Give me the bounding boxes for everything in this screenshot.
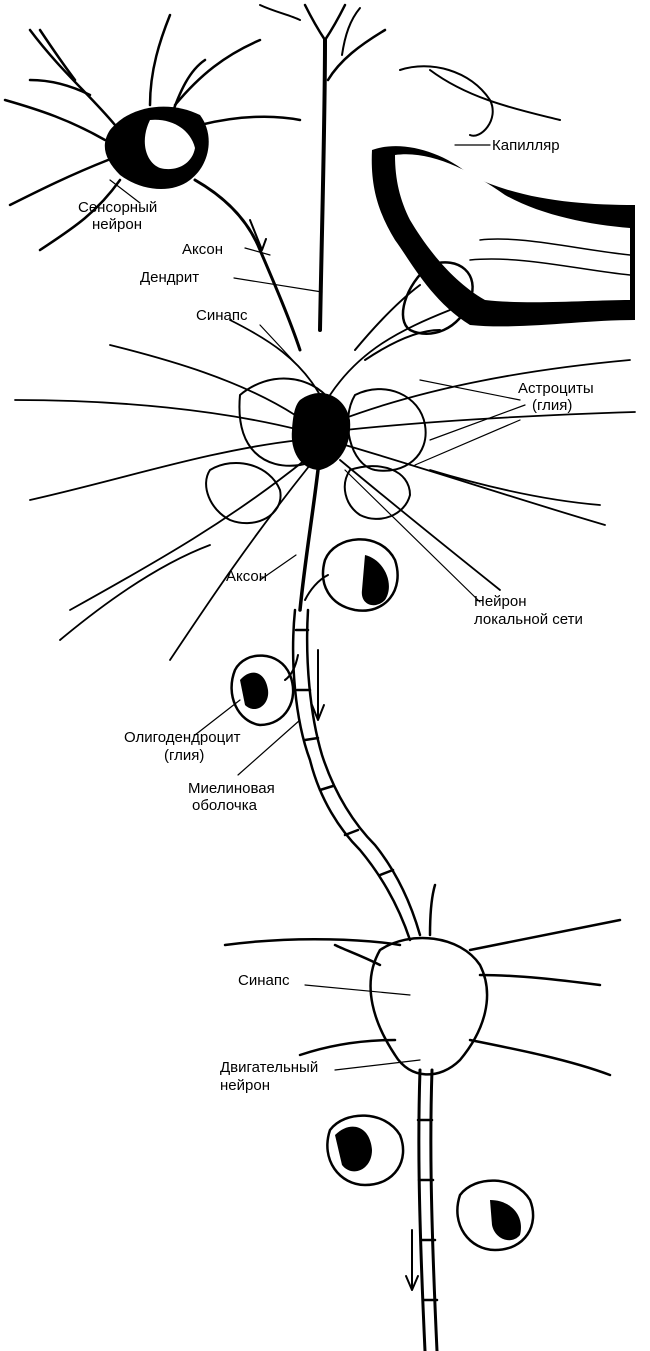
label-myelin-1: Миелиновая bbox=[188, 780, 275, 797]
astrocyte-endfeet bbox=[354, 261, 474, 361]
motor-oligodendrocytes bbox=[326, 1114, 535, 1252]
label-axon-middle: Аксон bbox=[226, 568, 267, 585]
label-synapse-bottom: Синапс bbox=[238, 972, 290, 989]
label-sensory-neuron-2: нейрон bbox=[92, 216, 142, 233]
central-neuron-cluster bbox=[14, 309, 636, 661]
capillary bbox=[371, 65, 635, 327]
label-astrocytes-2: (глия) bbox=[532, 397, 572, 414]
label-dendrite: Дендрит bbox=[140, 269, 199, 286]
motor-neuron bbox=[223, 883, 622, 1351]
label-axon-top: Аксон bbox=[182, 241, 223, 258]
label-capillary: Капилляр bbox=[492, 137, 560, 154]
oligodendrocyte-lower bbox=[230, 654, 299, 727]
label-myelin-2: оболочка bbox=[192, 797, 258, 814]
label-oligodendrocyte-2: (глия) bbox=[164, 747, 204, 764]
label-local-neuron-1: Нейрон bbox=[474, 593, 527, 610]
myelinated-axon bbox=[291, 608, 422, 942]
leader-lines bbox=[109, 144, 526, 1071]
label-motor-neuron-1: Двигательный bbox=[220, 1059, 318, 1076]
label-oligodendrocyte-1: Олигодендроцит bbox=[124, 729, 241, 746]
label-synapse-top: Синапс bbox=[196, 307, 248, 324]
label-sensory-neuron-1: Сенсорный bbox=[78, 199, 157, 216]
oligodendrocyte-upper bbox=[304, 538, 399, 612]
sensory-neuron bbox=[3, 13, 302, 352]
label-astrocytes-1: Астроциты bbox=[518, 380, 594, 397]
label-local-neuron-2: локальной сети bbox=[474, 611, 583, 628]
label-motor-neuron-2: нейрон bbox=[220, 1077, 270, 1094]
labels: Сенсорный нейрон Аксон Дендрит Капилляр … bbox=[78, 137, 594, 1094]
apical-dendrite bbox=[259, 3, 387, 332]
